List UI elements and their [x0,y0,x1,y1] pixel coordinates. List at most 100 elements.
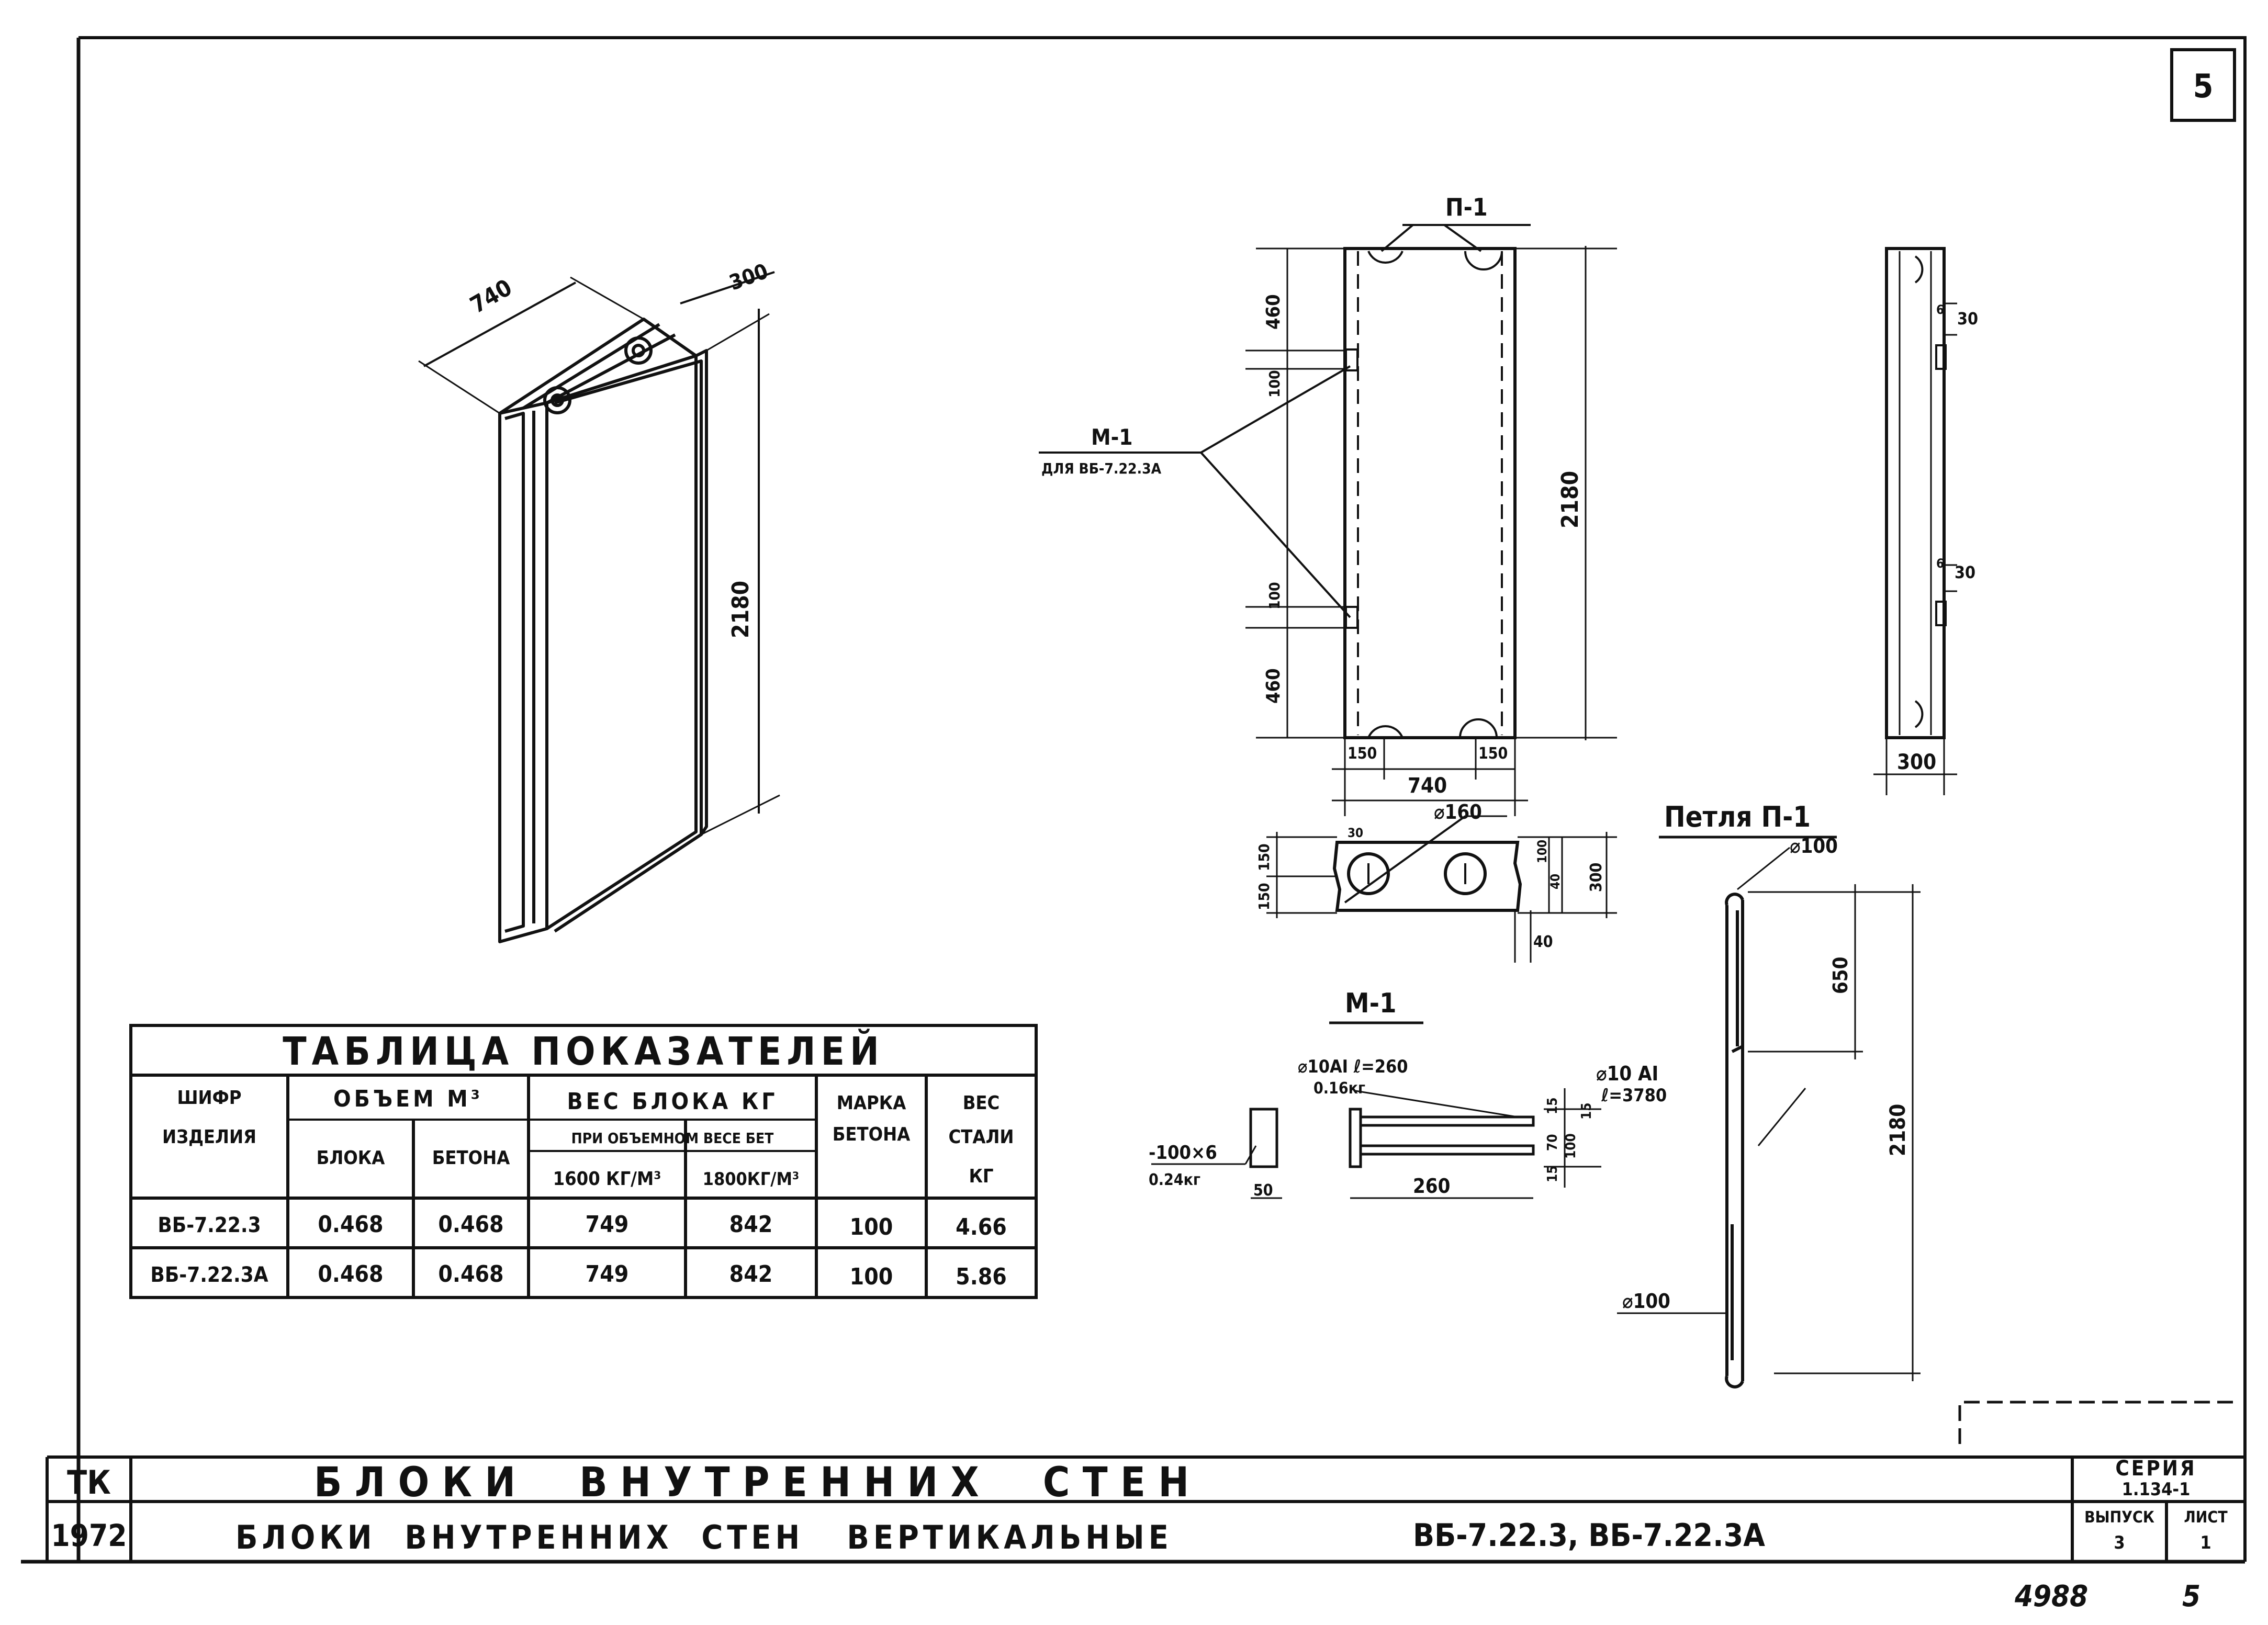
table-header-weight-1800: 1800КГ/М³ [703,1169,800,1190]
front-p1-label: П-1 [1445,193,1488,221]
title-block [46,1455,2245,1562]
front-dim-100-top: 100 [1266,370,1283,398]
title-block-series: 1.134-1 [2122,1479,2191,1500]
embed-dim-15c: 15 [1579,1102,1595,1120]
table-cell-vol-block: 0.468 [318,1211,383,1238]
embed-rod-w: 0.16кг [1313,1079,1365,1098]
plan-dim-150-a: 150 [1255,843,1273,871]
table-cell-grade: 100 [850,1214,893,1240]
table-header-steel-3: КГ [969,1166,993,1187]
embed-dim-15b: 15 [1545,1097,1560,1114]
front-dim-width: 740 [1408,774,1447,798]
table-header-volume-block: БЛОКА [317,1147,385,1169]
embed-dim-70: 70 [1545,1134,1560,1151]
iso-height-dim: 2180 [727,581,754,638]
isometric-block [418,271,780,943]
table-cell-vol-concrete: 0.468 [438,1261,503,1288]
title-block-issue-label: ВЫПУСК [2084,1508,2154,1527]
front-dim-100-bot: 100 [1266,582,1283,610]
table-cell-w1800: 842 [729,1261,773,1288]
plan-section [1266,815,1617,963]
table-header-grade-2: БЕТОНА [833,1124,911,1145]
plan-dim-100: 100 [1535,840,1550,863]
sheet-number: 5 [2193,67,2214,105]
plan-dim-150-b: 150 [1255,883,1273,910]
loop-dim-2180: 2180 [1886,1104,1910,1156]
front-dim-460-bot: 460 [1263,668,1284,704]
plan-dim-40-bottom: 40 [1533,933,1553,951]
table-cell-vol-concrete: 0.468 [438,1211,503,1238]
table-cell-w1800: 842 [729,1211,773,1238]
loop-dia-top: ⌀100 [1790,834,1838,857]
title-block-issue: 3 [2114,1532,2125,1553]
title-block-main-title: Б Л О К И В Н У Т Р Е Н Н И Х С Т Е Н [314,1459,1189,1506]
side-dim-30-bot: 30 [1955,562,1975,582]
sheet-frame [21,36,2247,1564]
embed-dim-260: 260 [1413,1175,1450,1198]
front-elevation [1039,224,1617,816]
title-block-year: 1972 [51,1518,127,1553]
embed-dim-15a: 15 [1545,1165,1560,1182]
table-cell-vol-block: 0.468 [318,1261,383,1288]
iso-depth-dim: 300 [726,259,771,295]
table-cell-steel: 4.66 [956,1214,1007,1240]
table-title: ТАБЛИЦА ПОКАЗАТЕЛЕЙ [283,1028,884,1074]
side-dim-6-top: 6 [1936,302,1944,317]
plan-dim-300: 300 [1587,863,1605,892]
table-header-grade-1: МАРКА [837,1092,906,1114]
side-dim-6-bot: 6 [1936,556,1944,571]
loop-dim-650: 650 [1829,957,1852,994]
plan-dim-30: 30 [1348,826,1363,840]
title-block-marks: ВБ-7.22.3, ВБ-7.22.3А [1413,1517,1765,1554]
footer-inventory: 4988 [2014,1579,2088,1613]
embed-dim-100: 100 [1563,1133,1579,1159]
embed-dim-50: 50 [1253,1181,1273,1200]
table-header-weight-sub: ПРИ ОБЪЕМНОМ ВЕСЕ БЕТ [571,1130,774,1147]
table-cell-grade: 100 [850,1263,893,1290]
table-cell-steel: 5.86 [956,1263,1007,1290]
table-header-code-1: ШИФР [177,1087,242,1109]
table-header-code-2: ИЗДЕЛИЯ [162,1126,256,1148]
title-block-series-label: СЕРИЯ [2115,1457,2196,1481]
title-block-subtitle: БЛОКИ ВНУТРЕННИХ СТЕН ВЕРТИКАЛЬНЫЕ [235,1518,1173,1556]
footer-page: 5 [2182,1579,2200,1613]
table-header-weight: ВЕС БЛОКА КГ [567,1088,778,1115]
side-elevation [1873,247,1957,795]
embed-detail [1151,1021,1601,1199]
stamp-placeholder-outline [1958,1401,2240,1444]
iso-width-dim: 740 [466,274,517,319]
loop-detail [1617,836,1921,1389]
table-row: ВБ-7.22.3А 0.468 0.468 749 842 100 5.86 [150,1261,1006,1290]
embed-title: М-1 [1345,988,1397,1019]
table-cell-w1600: 749 [586,1261,629,1288]
table-header-volume: ОБЪЕМ М³ [333,1086,483,1112]
loop-dia-bottom: ⌀100 [1622,1290,1670,1313]
loop-rod-len: ℓ=3780 [1601,1085,1667,1106]
table-header-steel-1: ВЕС [963,1092,1000,1114]
table-header-steel-2: СТАЛИ [949,1126,1014,1148]
table-cell-code: ВБ-7.22.3А [150,1263,268,1287]
table-row: ВБ-7.22.3 0.468 0.468 749 842 100 4.66 [158,1211,1006,1240]
front-m1-label: М-1 [1091,424,1133,450]
sheet-number-box: 5 [2170,48,2236,122]
front-dim-150-left: 150 [1348,744,1377,763]
table-header-volume-concrete: БЕТОНА [432,1147,510,1169]
embed-plate: -100×6 [1149,1142,1217,1164]
loop-title: Петля П-1 [1664,800,1811,833]
embed-plate-w: 0.24кг [1149,1171,1200,1189]
title-block-sheet-label: ЛИСТ [2184,1508,2228,1527]
front-dim-460-top: 460 [1263,294,1284,330]
side-dim-30-top: 30 [1957,309,1978,329]
title-block-sheet: 1 [2200,1532,2211,1553]
table-cell-code: ВБ-7.22.3 [158,1213,261,1237]
embed-rod: ⌀10АI ℓ=260 [1298,1056,1408,1077]
front-dim-150-right: 150 [1478,744,1508,763]
table-header-weight-1600: 1600 КГ/М³ [553,1168,661,1190]
plan-dia: ⌀160 [1434,800,1482,823]
indicators-table [129,1024,1038,1299]
title-block-tk: ТК [67,1463,111,1502]
plan-dim-40: 40 [1548,874,1563,889]
table-cell-w1600: 749 [586,1211,629,1238]
side-dim-width: 300 [1897,750,1936,774]
